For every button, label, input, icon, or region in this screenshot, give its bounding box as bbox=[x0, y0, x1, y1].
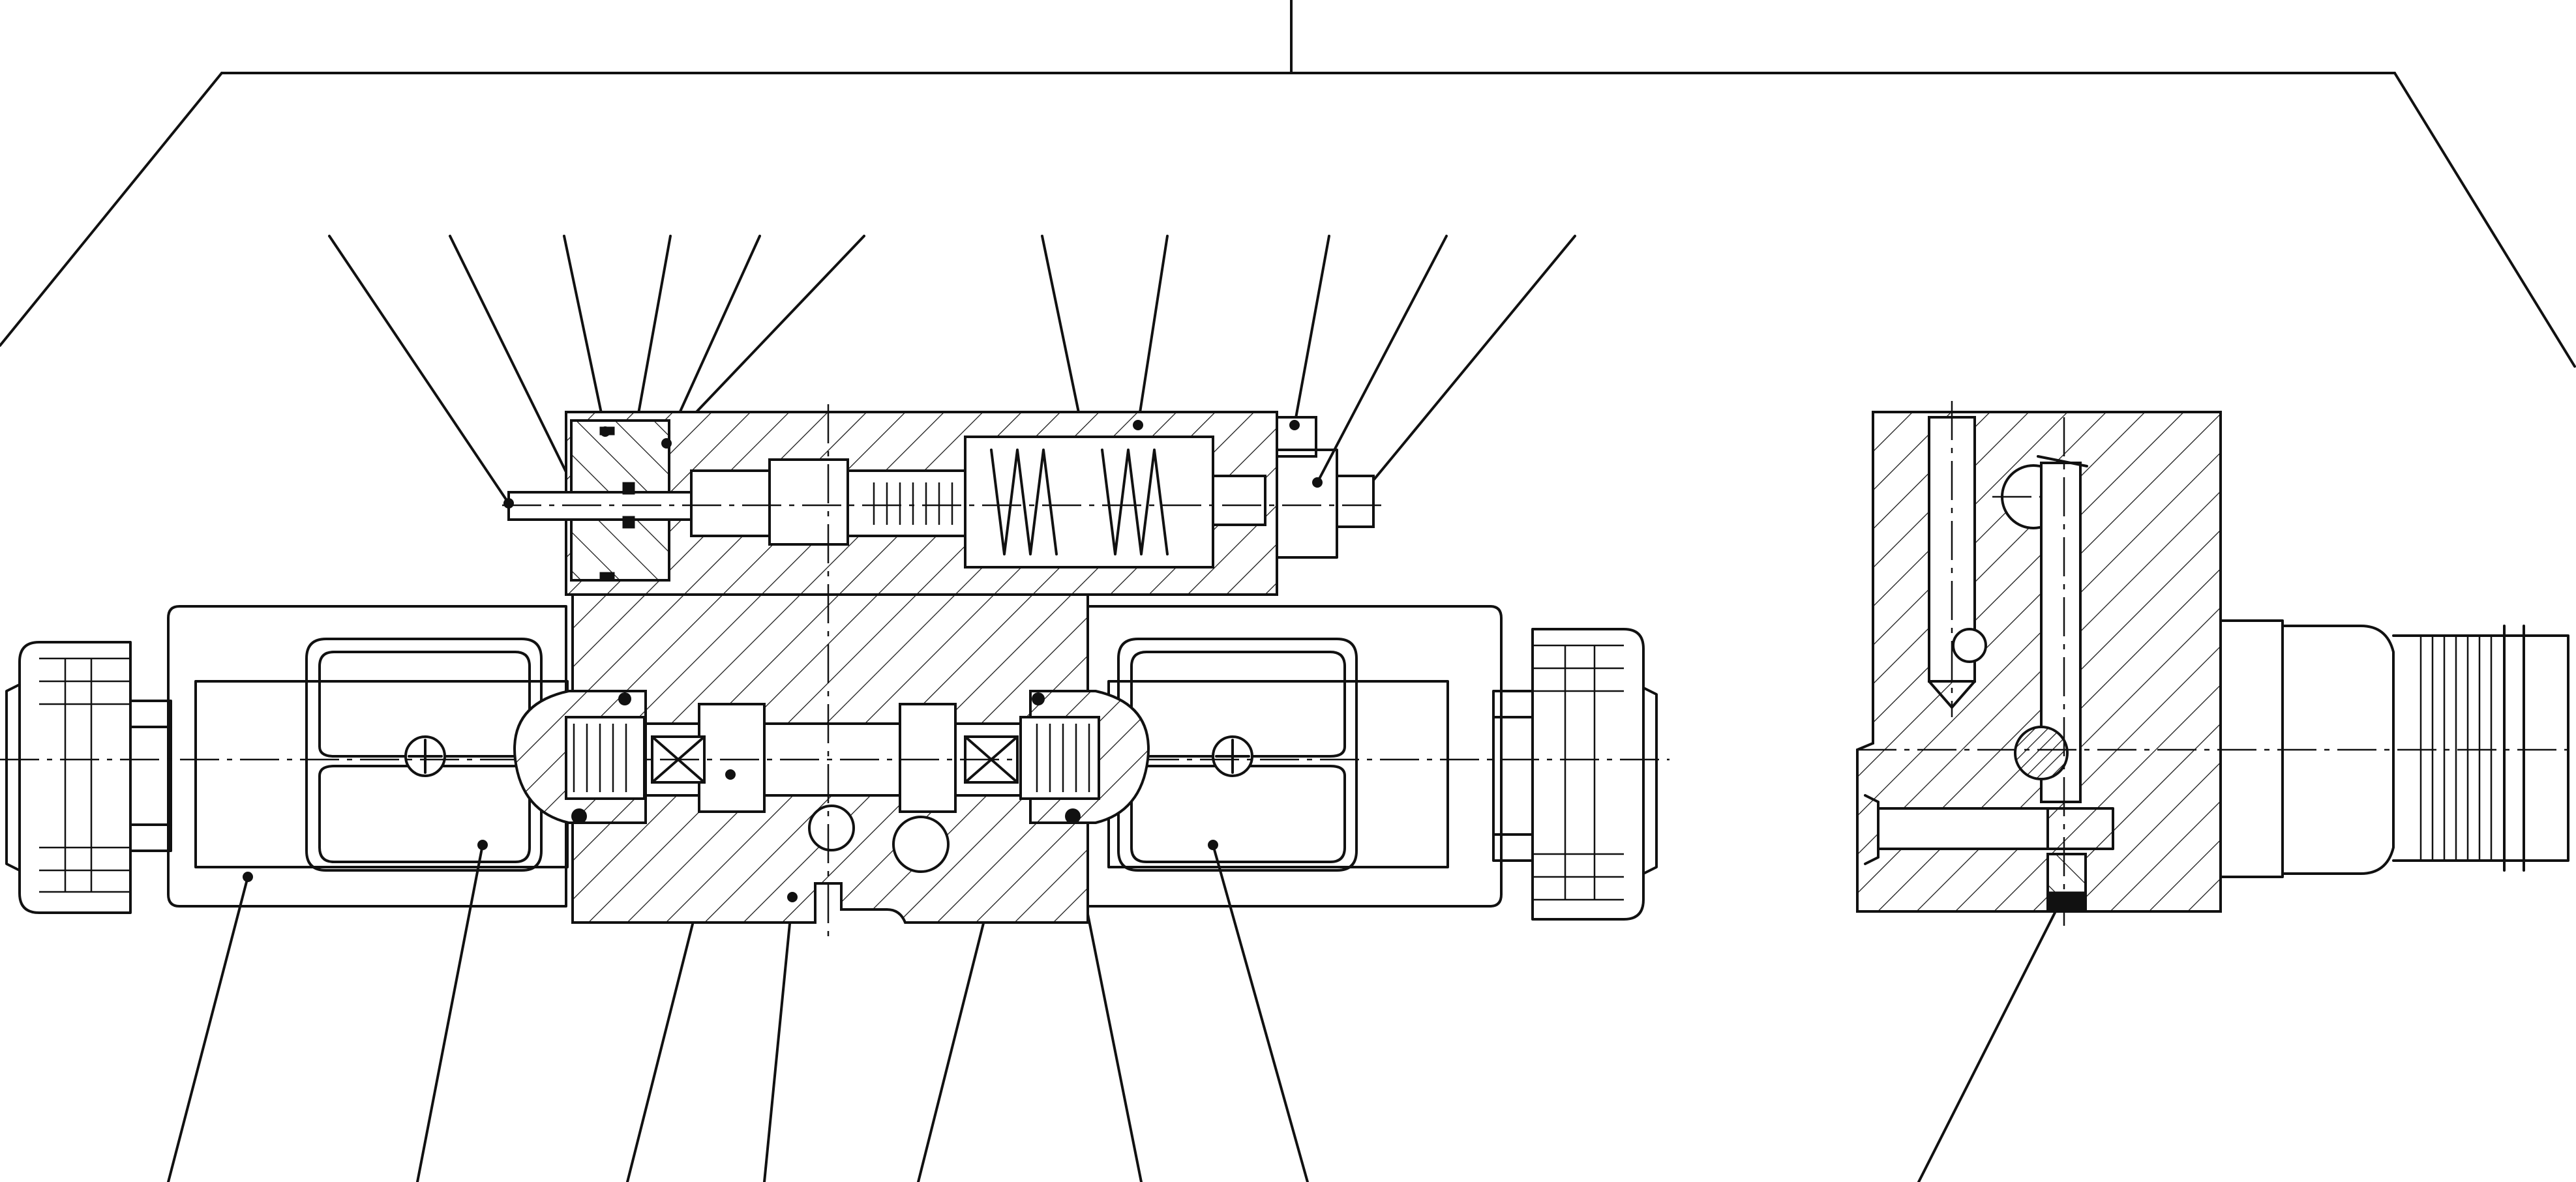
right-seal-cup bbox=[1019, 690, 1150, 824]
side-section-view bbox=[1856, 401, 2569, 926]
main-section-view bbox=[0, 404, 1670, 939]
assembly-bracket bbox=[0, 0, 2576, 368]
upper-cartridge bbox=[502, 411, 1383, 596]
left-seal-cup bbox=[513, 690, 647, 824]
top-leader-lines bbox=[328, 235, 1576, 505]
bottom-leader-lines bbox=[167, 773, 2062, 1182]
callout-dots bbox=[243, 420, 1323, 902]
right-solenoid bbox=[1086, 605, 1658, 921]
